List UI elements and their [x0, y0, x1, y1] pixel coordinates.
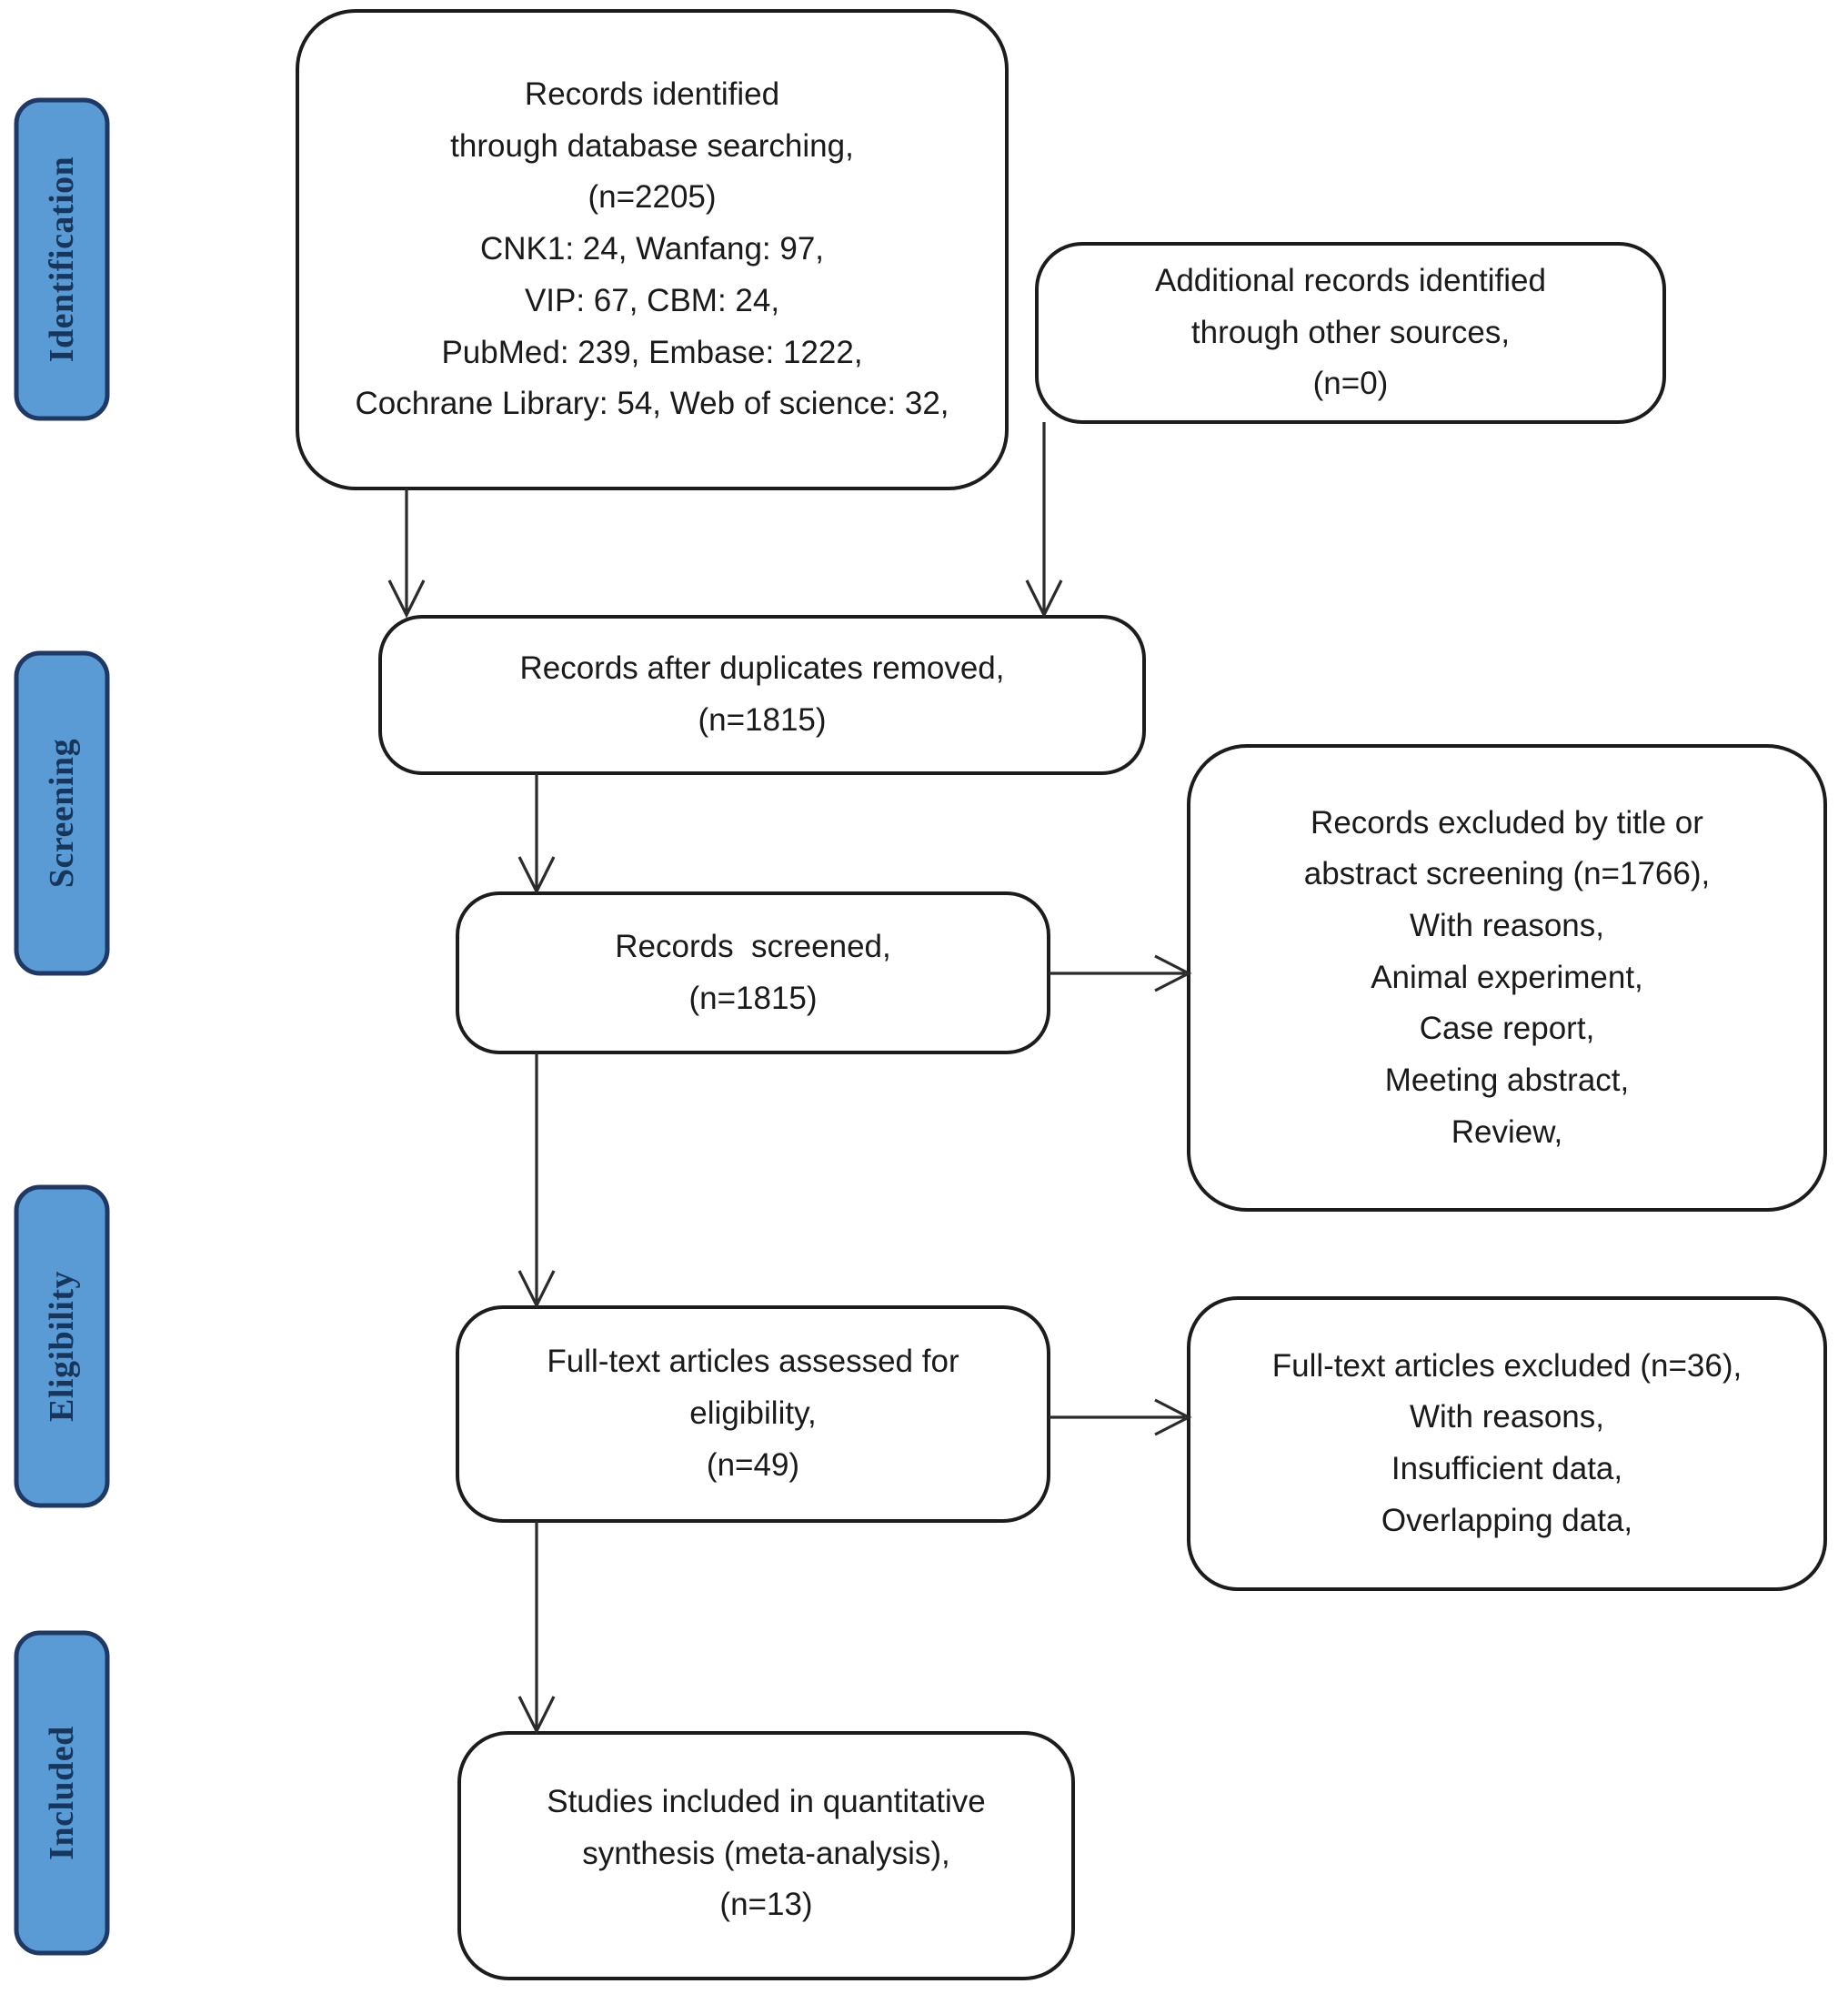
connector-screened-to-fulltext	[517, 1052, 556, 1309]
box-text-records-excluded: Records excluded by title or abstract sc…	[1189, 746, 1825, 1210]
line: (n=13)	[719, 1887, 813, 1923]
box-text-additional-records: Additional records identified through ot…	[1037, 244, 1664, 422]
line: Full-text articles excluded (n=36),	[1271, 1347, 1743, 1384]
line: (n=2205)	[588, 179, 717, 216]
connector-fulltext-to-included	[517, 1521, 556, 1735]
line: VIP: 67, CBM: 24,	[524, 282, 780, 318]
stage-label-screening-text: Screening	[43, 738, 81, 889]
line: Insufficient data,	[1391, 1451, 1623, 1486]
box-text-records-screened: Records screened, (n=1815)	[457, 893, 1049, 1052]
line: (n=1815)	[698, 702, 827, 738]
box-text-duplicates-removed: Records after duplicates removed, (n=181…	[380, 617, 1144, 773]
line: Case report,	[1419, 1011, 1595, 1047]
stage-label-eligibility: Eligibility	[41, 1233, 83, 1460]
line: through database searching,	[450, 127, 854, 164]
line: CNK1: 24, Wanfang: 97,	[479, 231, 825, 267]
line: abstract screening (n=1766),	[1303, 856, 1711, 892]
box-text-fulltext-excluded: Full-text articles excluded (n=36), With…	[1189, 1298, 1825, 1589]
connector-identified-to-duplicates	[387, 488, 426, 619]
stage-label-eligibility-text: Eligibility	[43, 1271, 81, 1422]
line: Records after duplicates removed,	[519, 650, 1005, 687]
stage-bar-identification	[14, 97, 110, 421]
line: Studies included in quantitative	[547, 1784, 986, 1819]
box-duplicates-removed	[378, 615, 1146, 775]
line: Records screened,	[615, 928, 891, 964]
stage-label-identification: Identification	[41, 146, 83, 373]
line: With reasons,	[1410, 907, 1604, 943]
line: Overlapping data,	[1381, 1502, 1633, 1538]
stage-label-included: Included	[41, 1679, 83, 1907]
line: (n=0)	[1312, 366, 1389, 402]
box-studies-included	[457, 1731, 1075, 1980]
line: Records excluded by title or	[1311, 804, 1703, 841]
line: Cochrane Library: 54, Web of science: 32…	[355, 386, 949, 422]
connector-fulltext-to-excluded	[1049, 1398, 1192, 1436]
stage-label-screening: Screening	[41, 700, 83, 927]
line: Meeting abstract,	[1384, 1062, 1630, 1099]
line: Additional records identified	[1155, 262, 1546, 298]
box-text-fulltext-assessed: Full-text articles assessed for eligibil…	[457, 1307, 1049, 1521]
box-text-records-identified: Records identified through database sear…	[297, 11, 1007, 488]
box-fulltext-assessed	[456, 1305, 1050, 1523]
box-additional-records	[1035, 242, 1666, 424]
line: (n=1815)	[688, 980, 818, 1016]
box-fulltext-excluded	[1187, 1296, 1827, 1591]
connector-additional-to-duplicates	[1025, 422, 1063, 619]
line: Full-text articles assessed for	[547, 1344, 959, 1380]
connector-screened-to-excluded	[1049, 954, 1192, 992]
box-records-identified	[296, 9, 1009, 490]
connector-duplicates-to-screened	[517, 773, 556, 895]
line: PubMed: 239, Embase: 1222,	[441, 334, 863, 370]
line: through other sources,	[1190, 314, 1511, 350]
line: synthesis (meta-analysis),	[582, 1835, 950, 1871]
line: (n=49)	[706, 1446, 800, 1483]
line: Animal experiment,	[1371, 959, 1643, 995]
stage-label-included-text: Included	[43, 1726, 81, 1860]
stage-bar-screening	[14, 650, 110, 976]
line: Review,	[1451, 1113, 1563, 1150]
line: With reasons,	[1410, 1399, 1604, 1435]
stage-label-identification-text: Identification	[43, 156, 81, 363]
stage-bar-included	[14, 1630, 110, 1956]
stage-bar-eligibility	[14, 1184, 110, 1508]
box-records-excluded	[1187, 744, 1827, 1212]
line: eligibility,	[689, 1395, 817, 1432]
line: Records identified	[524, 76, 780, 113]
box-text-studies-included: Studies included in quantitative synthes…	[459, 1733, 1073, 1979]
